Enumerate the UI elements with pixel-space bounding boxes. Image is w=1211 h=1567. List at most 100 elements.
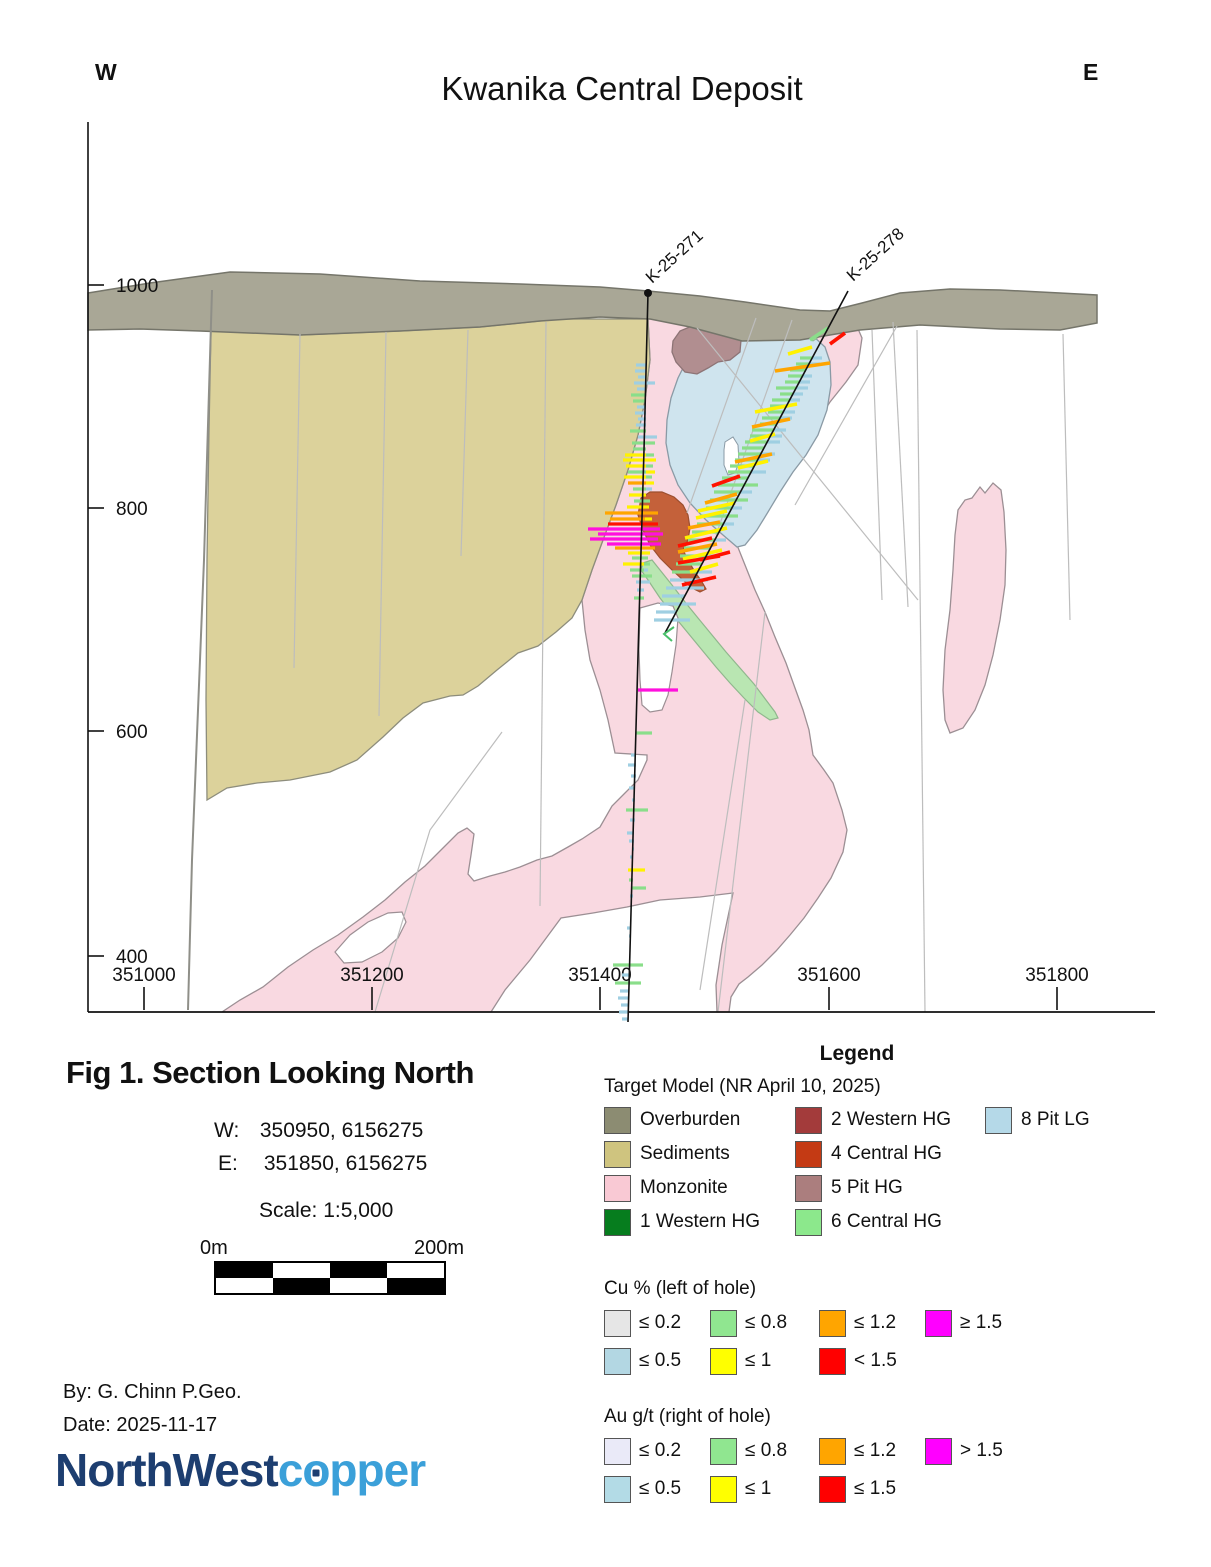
fault-line-7 xyxy=(686,317,757,514)
au-grade-swatch xyxy=(710,1437,737,1465)
y-tick-label: 400 xyxy=(116,947,148,968)
au-grade-item: ≤ 0.2 xyxy=(604,1434,681,1468)
cu-grade-label: ≥ 1.5 xyxy=(960,1312,1003,1333)
legend-item: 6 Central HG xyxy=(795,1205,951,1239)
x-tick-label: 351000 xyxy=(112,965,175,986)
cu-grade-row: ≤ 0.2≤ 0.8≤ 1.2≥ 1.5 xyxy=(604,1306,1164,1340)
assay-bar-slanted xyxy=(677,536,713,548)
fault-lines xyxy=(187,289,1071,1013)
scale-bar xyxy=(214,1261,446,1295)
collar-dot xyxy=(644,289,652,297)
fault-line-14 xyxy=(794,325,898,506)
au-grade-item: ≤ 0.5 xyxy=(604,1472,681,1506)
legend-swatch xyxy=(604,1140,631,1168)
scale-bar-cell xyxy=(273,1263,330,1278)
legend-swatch xyxy=(795,1140,822,1168)
unit-overburden xyxy=(87,271,1098,342)
date-line: Date: 2025-11-17 xyxy=(63,1414,218,1436)
x-tick-label: 351600 xyxy=(797,965,860,986)
fault-line-10 xyxy=(1062,333,1071,621)
scale-bar-cell xyxy=(216,1278,273,1293)
legend-label: 2 Western HG xyxy=(831,1109,952,1130)
fault-line-12 xyxy=(699,699,746,991)
fault-line-15 xyxy=(871,329,883,601)
au-grade-item: ≤ 1.5 xyxy=(819,1472,896,1506)
cu-grade-label: ≤ 0.8 xyxy=(745,1312,788,1333)
au-grade-swatch xyxy=(604,1475,631,1503)
au-grade-swatch xyxy=(925,1437,952,1465)
drillhole-trace-K-25-278 xyxy=(664,290,849,634)
assay-bar-slanted xyxy=(754,402,798,414)
hole-window-3 xyxy=(723,436,740,476)
cu-grade-swatch xyxy=(710,1309,737,1337)
au-grade-row: ≤ 0.5 ≤ 1 ≤ 1.5 xyxy=(604,1472,1164,1506)
cu-grade-item: ≤ 1 xyxy=(710,1344,771,1378)
cu-grade-item: ≤ 0.5 xyxy=(604,1344,681,1378)
target-model-column: 8 Pit LG xyxy=(985,1103,1090,1137)
east-label: E xyxy=(1083,59,1098,85)
scale-text: Scale: 1:5,000 xyxy=(259,1199,394,1222)
west-label: W xyxy=(95,59,117,85)
y-tick-label: 1000 xyxy=(116,276,158,297)
au-grade-swatch xyxy=(819,1475,846,1503)
assay-bar-slanted xyxy=(809,326,829,342)
fault-line-6 xyxy=(892,321,909,608)
assay-bar-slanted xyxy=(677,542,718,554)
legend-label: 8 Pit LG xyxy=(1021,1109,1090,1130)
au-grade-label: ≤ 1.2 xyxy=(854,1440,897,1461)
logo-copper: copper xyxy=(277,1444,426,1496)
fault-line-13 xyxy=(374,731,503,1013)
cu-legend-title: Cu % (left of hole) xyxy=(604,1278,757,1299)
hole-window-2 xyxy=(334,911,407,964)
fault-line-11 xyxy=(717,611,766,1013)
coord-west-key: W: xyxy=(214,1119,240,1142)
au-grade-item: ≤ 0.8 xyxy=(710,1434,787,1468)
cu-grade-swatch xyxy=(710,1347,737,1375)
assay-bar-slanted xyxy=(697,501,736,513)
target-model-heading: Target Model (NR April 10, 2025) xyxy=(604,1076,881,1097)
legend-item: 2 Western HG xyxy=(795,1103,951,1137)
au-grade-label: ≤ 0.2 xyxy=(639,1440,682,1461)
scalebar-right-label: 200m xyxy=(414,1237,465,1259)
legend-label: 1 Western HG xyxy=(640,1211,761,1232)
assay-bar-slanted xyxy=(734,452,773,464)
cu-grade-swatch xyxy=(819,1347,846,1375)
assay-bar-slanted xyxy=(828,331,847,346)
cu-grade-item: ≥ 1.5 xyxy=(925,1306,1002,1340)
legend-label: Overburden xyxy=(640,1109,741,1130)
plot-title: Kwanika Central Deposit xyxy=(441,70,802,107)
fault-line-4 xyxy=(539,321,547,907)
y-tick-label: 800 xyxy=(116,499,148,520)
legend-item: 4 Central HG xyxy=(795,1137,951,1171)
cu-grade-row: ≤ 0.5≤ 1< 1.5 xyxy=(604,1344,1164,1378)
au-grade-row: ≤ 0.2≤ 0.8≤ 1.2> 1.5 xyxy=(604,1434,1164,1468)
au-grade-label: ≤ 1 xyxy=(745,1478,772,1499)
coord-east-key: E: xyxy=(218,1152,238,1175)
fault-line-1 xyxy=(293,333,301,669)
x-tick-label: 351800 xyxy=(1025,965,1088,986)
cu-grade-swatch xyxy=(925,1309,952,1337)
legend-label: 5 Pit HG xyxy=(831,1177,903,1198)
drillhole-label-K-25-278: K-25-278 xyxy=(843,224,908,285)
assay-bar-slanted xyxy=(682,548,723,561)
assay-bar-slanted xyxy=(681,575,717,587)
au-grade-label: ≤ 1.5 xyxy=(854,1478,897,1499)
company-logo: NorthWestcopper xyxy=(55,1443,426,1497)
au-grade-item: ≤ 1 xyxy=(710,1472,771,1506)
scale-bar-cell xyxy=(387,1278,444,1293)
cu-grade-label: ≤ 0.5 xyxy=(639,1350,682,1371)
cu-grade-swatch xyxy=(819,1309,846,1337)
unit-sediments xyxy=(205,318,651,802)
fault-line-0 xyxy=(187,289,213,1011)
cu-grade-item: ≤ 0.2 xyxy=(604,1306,681,1340)
coord-west: W: 350950, 6156275 xyxy=(214,1119,423,1143)
cu-grade-swatch xyxy=(604,1309,631,1337)
coord-west-value: 350950, 6156275 xyxy=(259,1119,424,1142)
au-grade-label: ≤ 0.5 xyxy=(639,1478,682,1499)
x-tick-label: 351400 xyxy=(568,965,631,986)
legend-item: Sediments xyxy=(604,1137,760,1171)
author-line: By: G. Chinn P.Geo. xyxy=(63,1381,242,1403)
